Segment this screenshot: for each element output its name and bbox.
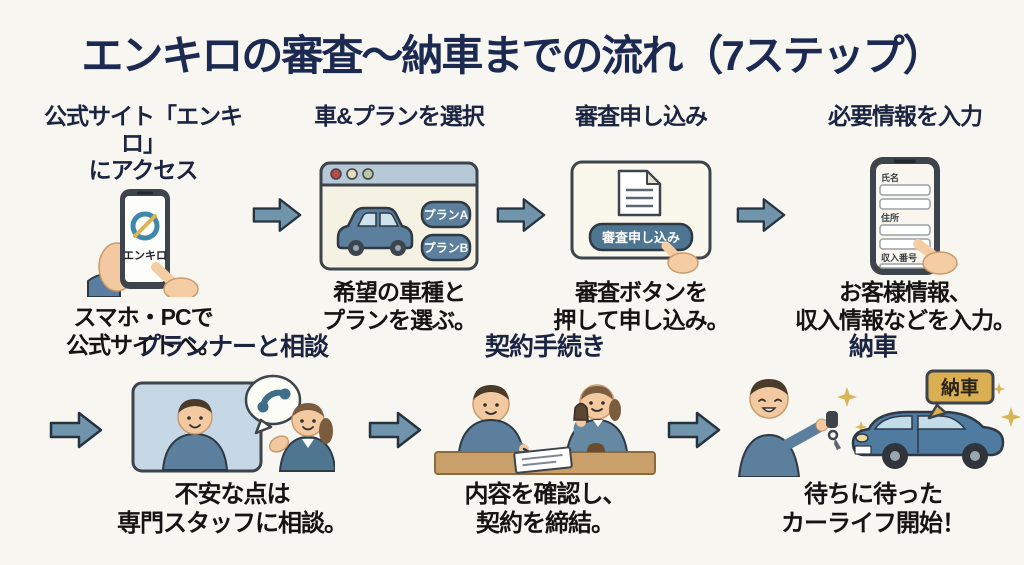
car-delivery-icon: 納車 xyxy=(737,369,1021,477)
step-4-heading: 必要情報を入力 xyxy=(828,103,983,129)
flow-arrow-icon xyxy=(368,411,422,449)
browser-car-plans-icon: プランA プランB xyxy=(319,161,479,271)
flow-arrow-icon xyxy=(252,198,302,232)
plan-a-button-label: プランA xyxy=(424,207,469,222)
step-3-heading: 審査申し込み xyxy=(575,103,708,129)
enkiro-logo-label: エンキロ xyxy=(123,249,167,262)
arrow-step6-step7 xyxy=(658,410,730,450)
step-6-caption: 内容を確認し、 契約を締結。 xyxy=(464,481,627,537)
step-3-iconbox: 審査申し込み xyxy=(566,159,716,274)
video-call-consult-icon xyxy=(131,374,335,473)
flow-row-1: 公式サイト「エンキロ」 にアクセス エンキロ スマホ・PCで 公式サイトへ。 xyxy=(0,103,1024,360)
flow-arrow-icon xyxy=(49,411,103,449)
form-field-name-label: 氏名 xyxy=(881,172,899,183)
plan-b-button-label: プランB xyxy=(424,240,469,255)
step-5-iconbox xyxy=(130,367,335,475)
form-field-income-label: 収入番号 xyxy=(881,252,917,263)
step-6-iconbox xyxy=(429,367,661,475)
step-5-consult-planner: プランナーと相談 xyxy=(106,333,358,539)
step-7-heading: 納車 xyxy=(848,333,898,361)
step-4-iconbox: 氏名 住所 収入番号 xyxy=(852,157,958,275)
flow-arrow-icon xyxy=(496,198,546,232)
contract-signing-icon xyxy=(434,384,656,475)
step-6-heading: 契約手続き xyxy=(484,333,606,361)
arrow-step4-step5 xyxy=(46,410,106,450)
step-1-heading: 公式サイト「エンキロ」 にアクセス xyxy=(44,103,243,184)
page-title: エンキロの審査〜納車までの流れ（7ステップ） xyxy=(81,32,944,79)
flow-row-2: プランナーと相談 xyxy=(0,333,1024,539)
flow-arrow-icon xyxy=(667,411,721,449)
step-3-apply-screening: 審査申し込み 審査申し込み 審査ボタンを 押して申し込み。 xyxy=(546,103,736,334)
form-field-address-label: 住所 xyxy=(881,212,899,223)
arrow-step3-step4 xyxy=(736,195,786,235)
smartphone-form-icon: 氏名 住所 収入番号 xyxy=(870,157,958,275)
step-2-select-car-plan: 車&プランを選択 プランA プランB xyxy=(302,103,496,334)
step-7-delivery: 納車 xyxy=(730,333,1021,539)
arrow-step1-step2 xyxy=(252,195,302,235)
flow-arrow-icon xyxy=(736,198,786,232)
delivery-tag-label: 納車 xyxy=(941,376,979,399)
step-5-heading: プランナーと相談 xyxy=(135,333,329,361)
step-7-caption: 待ちに待った カーライフ開始！ xyxy=(781,481,966,537)
step-5-caption: 不安な点は 専門スタッフに相談。 xyxy=(117,481,348,537)
step-1-caption: スマホ・PCで 公式サイトへ。 xyxy=(66,304,221,358)
step-1-iconbox: エンキロ xyxy=(84,184,202,298)
smartphone-enkiro-logo-icon: エンキロ xyxy=(87,189,199,298)
step-1-access-site: 公式サイト「エンキロ」 にアクセス エンキロ スマホ・PCで 公式サイトへ。 xyxy=(34,103,252,360)
document-apply-button-icon: 審査申し込み xyxy=(570,160,712,274)
step-2-caption: 希望の車種と プランを選ぶ。 xyxy=(322,279,477,333)
arrow-step5-step6 xyxy=(358,410,432,450)
step-4-enter-info: 必要情報を入力 氏名 住所 収入番号 お客様 xyxy=(786,103,1024,334)
step-7-iconbox: 納車 xyxy=(723,367,1023,477)
step-4-caption: お客様情報、 収入情報などを入力。 xyxy=(795,279,1016,333)
step-6-contract: 契約手続き xyxy=(432,333,658,539)
step-2-heading: 車&プランを選択 xyxy=(314,103,485,129)
step-3-caption: 審査ボタンを 押して申し込み。 xyxy=(553,279,729,333)
apply-button-label: 審査申し込み xyxy=(601,230,680,245)
step-2-iconbox: プランA プランB xyxy=(318,159,480,273)
arrow-step2-step3 xyxy=(496,195,546,235)
